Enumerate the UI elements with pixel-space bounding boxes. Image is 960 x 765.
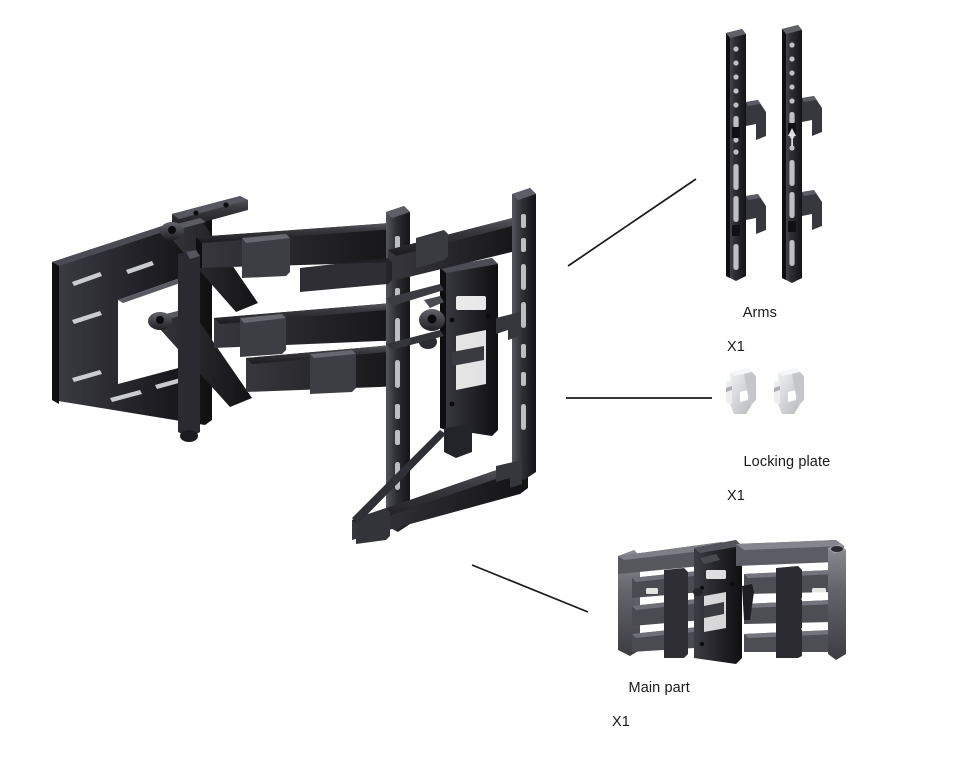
assembly-diagonal-brace [352,284,446,524]
assembly-tv-rail-left [386,206,410,532]
part-main-illustration [618,540,846,664]
part-label-locking-plate-text: Locking plate [743,454,831,470]
main-part-right-clamps [776,566,802,658]
part-arms-illustration [726,25,822,283]
part-label-locking-plate: Locking plate X1 [727,437,830,539]
tilt-head-plate [419,258,498,458]
part-label-main-part: Main part X1 [612,663,690,765]
assembly-tv-rail-right [496,188,536,488]
assembly-rear-arm [300,258,392,292]
part-label-main-part-text: Main part [628,680,690,696]
upper-extension-arm [196,222,410,278]
folded-mount-body-icon [618,540,846,664]
leader-line-main-part [471,564,589,613]
arm-rail-left [726,29,766,281]
tilt-pivot-cluster [419,296,445,349]
main-part-left-clamps [664,568,688,658]
vertical-rail-pair-icon [726,25,822,283]
part-qty-main-part: X1 [612,714,630,730]
center-hinge-post [178,250,200,442]
locking-plate-left [726,368,756,414]
arm-rail-right [782,25,822,283]
part-qty-arms: X1 [727,339,745,355]
leader-line-arms [567,178,697,267]
orientation-arrow-icon [788,128,796,146]
part-label-arms: Arms X1 [727,288,777,390]
leader-lines [471,178,712,613]
locking-plate-pair-icon [726,368,804,414]
diagram-canvas: Arms X1 Locking plate X1 Main part X1 [52,25,846,730]
main-part-center-plate [693,540,742,664]
assembly-top-crossbar [388,216,528,282]
part-qty-locking-plate: X1 [727,488,745,504]
middle-extension-arm [214,302,410,357]
part-locking-plate-illustration [726,368,804,414]
lower-extension-arm [246,344,410,394]
pivot-knuckle [148,222,184,330]
part-label-arms-text: Arms [742,305,777,321]
main-assembly-illustration [52,188,536,544]
locking-plate-right [774,368,804,414]
